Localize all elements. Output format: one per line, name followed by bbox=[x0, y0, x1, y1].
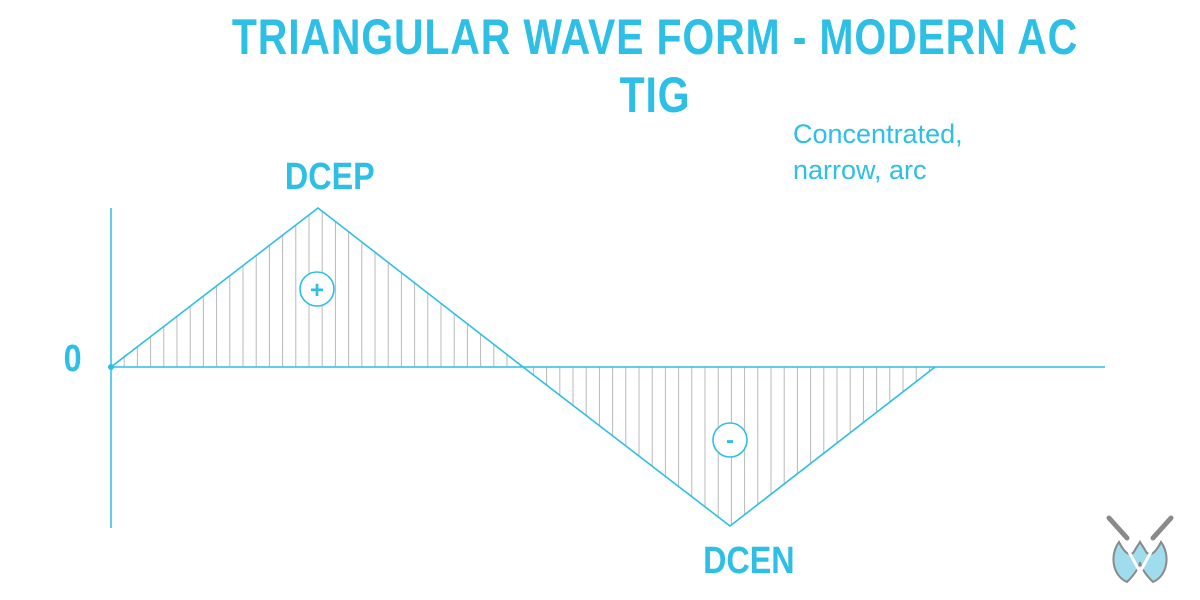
positive-sign: + bbox=[310, 277, 324, 304]
arc-note-line-2: narrow, arc bbox=[793, 155, 927, 185]
page-title: TRIANGULAR WAVE FORM - MODERN AC TIG bbox=[231, 9, 1079, 123]
arc-note: Concentrated, narrow, arc bbox=[793, 116, 963, 188]
negative-sign-badge: - bbox=[712, 422, 748, 458]
triangle-wave bbox=[110, 206, 936, 528]
negative-sign: - bbox=[726, 427, 734, 454]
hatch-lines bbox=[123, 211, 930, 525]
dcen-label: DCEN bbox=[703, 540, 795, 582]
arc-note-line-1: Concentrated, bbox=[793, 119, 963, 149]
positive-sign-badge: + bbox=[299, 271, 335, 307]
weld-logo-icon bbox=[1106, 515, 1174, 584]
zero-label: 0 bbox=[63, 338, 82, 380]
dcep-label: DCEP bbox=[284, 156, 375, 198]
